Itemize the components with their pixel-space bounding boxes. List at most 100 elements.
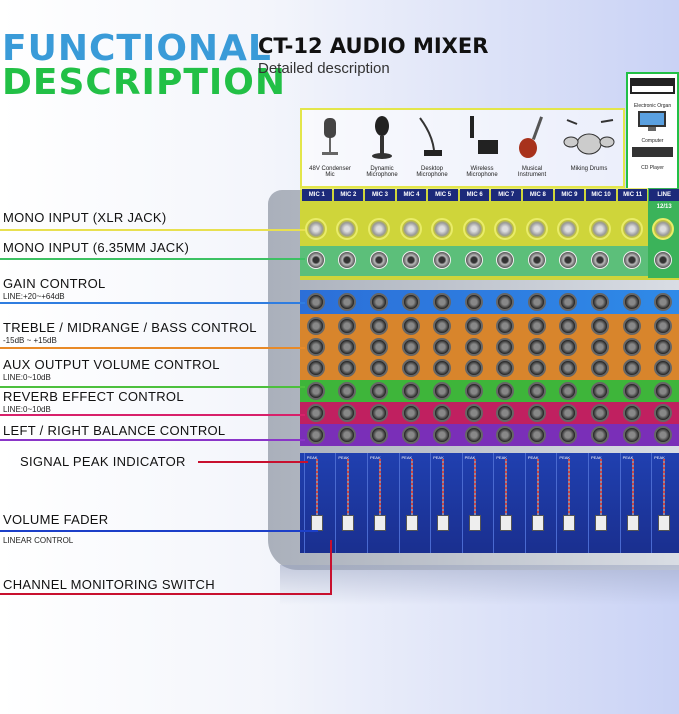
xlr-jack[interactable]	[588, 218, 611, 240]
volume-fader[interactable]	[468, 515, 481, 531]
rotary-knob[interactable]	[464, 338, 483, 356]
rotary-knob[interactable]	[527, 338, 546, 356]
xlr-jack[interactable]	[367, 218, 390, 240]
rotary-knob[interactable]	[496, 426, 515, 444]
rotary-knob[interactable]	[496, 293, 515, 311]
rotary-knob[interactable]	[401, 382, 420, 400]
rotary-knob[interactable]	[654, 338, 673, 356]
rotary-knob[interactable]	[401, 317, 420, 335]
rotary-knob[interactable]	[369, 382, 388, 400]
xlr-jack[interactable]	[652, 218, 675, 240]
rotary-knob[interactable]	[654, 293, 673, 311]
rotary-knob[interactable]	[622, 317, 641, 335]
line-jack[interactable]	[338, 251, 357, 269]
rotary-knob[interactable]	[369, 404, 388, 422]
line-jack[interactable]	[527, 251, 546, 269]
line-jack[interactable]	[401, 251, 420, 269]
rotary-knob[interactable]	[338, 293, 357, 311]
rotary-knob[interactable]	[433, 317, 452, 335]
rotary-knob[interactable]	[590, 338, 609, 356]
xlr-jack[interactable]	[494, 218, 517, 240]
rotary-knob[interactable]	[622, 359, 641, 377]
rotary-knob[interactable]	[369, 317, 388, 335]
rotary-knob[interactable]	[306, 404, 325, 422]
rotary-knob[interactable]	[306, 293, 325, 311]
rotary-knob[interactable]	[496, 382, 515, 400]
xlr-jack[interactable]	[336, 218, 359, 240]
line-jack[interactable]	[622, 251, 641, 269]
xlr-jack[interactable]	[557, 218, 580, 240]
rotary-knob[interactable]	[338, 317, 357, 335]
rotary-knob[interactable]	[464, 359, 483, 377]
rotary-knob[interactable]	[338, 426, 357, 444]
rotary-knob[interactable]	[433, 359, 452, 377]
rotary-knob[interactable]	[433, 338, 452, 356]
xlr-jack[interactable]	[462, 218, 485, 240]
rotary-knob[interactable]	[559, 293, 578, 311]
xlr-jack[interactable]	[304, 218, 327, 240]
rotary-knob[interactable]	[559, 426, 578, 444]
rotary-knob[interactable]	[306, 338, 325, 356]
rotary-knob[interactable]	[654, 404, 673, 422]
volume-fader[interactable]	[531, 515, 544, 531]
rotary-knob[interactable]	[527, 382, 546, 400]
rotary-knob[interactable]	[369, 426, 388, 444]
rotary-knob[interactable]	[306, 382, 325, 400]
rotary-knob[interactable]	[496, 317, 515, 335]
rotary-knob[interactable]	[338, 338, 357, 356]
rotary-knob[interactable]	[433, 404, 452, 422]
rotary-knob[interactable]	[527, 293, 546, 311]
rotary-knob[interactable]	[401, 293, 420, 311]
rotary-knob[interactable]	[622, 338, 641, 356]
xlr-jack[interactable]	[620, 218, 643, 240]
rotary-knob[interactable]	[369, 293, 388, 311]
rotary-knob[interactable]	[306, 317, 325, 335]
xlr-jack[interactable]	[399, 218, 422, 240]
volume-fader[interactable]	[373, 515, 386, 531]
rotary-knob[interactable]	[496, 359, 515, 377]
rotary-knob[interactable]	[559, 404, 578, 422]
volume-fader[interactable]	[658, 515, 671, 531]
line-jack[interactable]	[306, 251, 325, 269]
rotary-knob[interactable]	[590, 404, 609, 422]
rotary-knob[interactable]	[401, 359, 420, 377]
rotary-knob[interactable]	[401, 426, 420, 444]
rotary-knob[interactable]	[369, 338, 388, 356]
rotary-knob[interactable]	[401, 404, 420, 422]
volume-fader[interactable]	[310, 515, 323, 531]
line-jack[interactable]	[369, 251, 388, 269]
rotary-knob[interactable]	[338, 359, 357, 377]
rotary-knob[interactable]	[306, 359, 325, 377]
rotary-knob[interactable]	[559, 317, 578, 335]
rotary-knob[interactable]	[464, 382, 483, 400]
volume-fader[interactable]	[437, 515, 450, 531]
rotary-knob[interactable]	[559, 382, 578, 400]
rotary-knob[interactable]	[590, 317, 609, 335]
rotary-knob[interactable]	[590, 293, 609, 311]
rotary-knob[interactable]	[559, 338, 578, 356]
rotary-knob[interactable]	[654, 382, 673, 400]
line-jack[interactable]	[559, 251, 578, 269]
volume-fader[interactable]	[405, 515, 418, 531]
rotary-knob[interactable]	[559, 359, 578, 377]
volume-fader[interactable]	[563, 515, 576, 531]
rotary-knob[interactable]	[622, 404, 641, 422]
rotary-knob[interactable]	[464, 317, 483, 335]
rotary-knob[interactable]	[464, 404, 483, 422]
rotary-knob[interactable]	[527, 404, 546, 422]
rotary-knob[interactable]	[306, 426, 325, 444]
xlr-jack[interactable]	[431, 218, 454, 240]
rotary-knob[interactable]	[433, 382, 452, 400]
rotary-knob[interactable]	[369, 359, 388, 377]
rotary-knob[interactable]	[654, 426, 673, 444]
rotary-knob[interactable]	[590, 382, 609, 400]
volume-fader[interactable]	[626, 515, 639, 531]
rotary-knob[interactable]	[622, 426, 641, 444]
line-jack[interactable]	[590, 251, 609, 269]
rotary-knob[interactable]	[338, 404, 357, 422]
xlr-jack[interactable]	[525, 218, 548, 240]
rotary-knob[interactable]	[527, 317, 546, 335]
rotary-knob[interactable]	[496, 338, 515, 356]
rotary-knob[interactable]	[654, 317, 673, 335]
volume-fader[interactable]	[342, 515, 355, 531]
